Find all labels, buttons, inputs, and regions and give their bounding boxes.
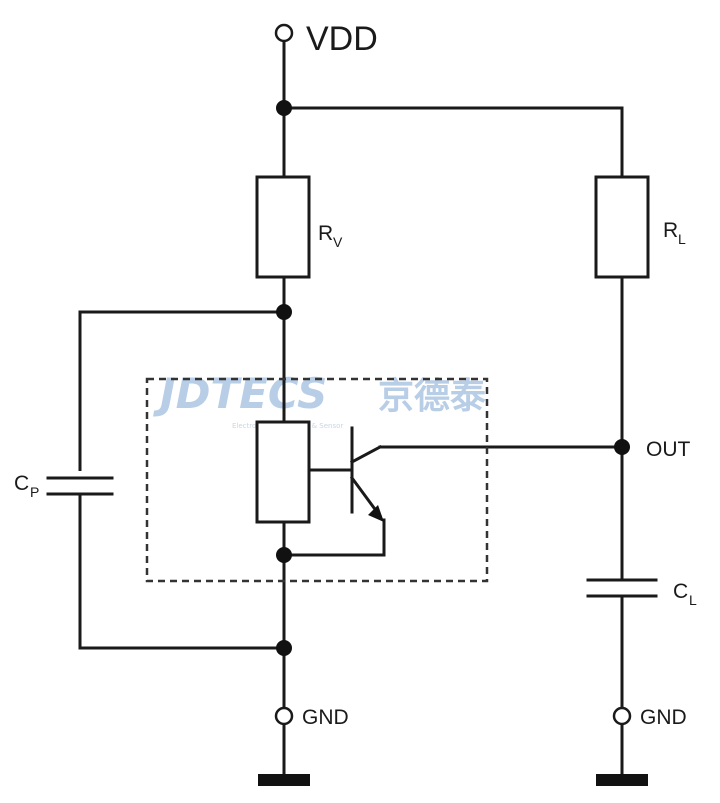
watermark-chinese: 京德泰	[378, 375, 487, 417]
junction-vdd	[276, 100, 292, 116]
capacitor-cl	[586, 578, 658, 598]
resistor-rv	[255, 175, 311, 279]
capacitor-cp	[46, 471, 114, 496]
junction-cp-top	[276, 304, 292, 320]
transistor	[349, 426, 384, 522]
svg-text:C: C	[673, 580, 688, 603]
label-rl: R L	[663, 219, 686, 247]
svg-text:L: L	[678, 231, 686, 247]
cp-bottom-wire	[78, 492, 286, 650]
emitter-arrow-icon	[368, 505, 384, 522]
label-vdd: VDD	[306, 20, 378, 58]
resistor-rl	[594, 175, 650, 279]
terminals	[274, 23, 632, 726]
svg-text:V: V	[333, 234, 343, 250]
junction-cp-bottom	[276, 640, 292, 656]
transistor-collector	[349, 444, 383, 465]
terminal-vdd	[274, 23, 294, 43]
sensor-module-box	[145, 377, 489, 583]
label-gnd-left: GND	[302, 706, 349, 729]
junction-out	[614, 439, 630, 455]
junction-emitter	[276, 547, 292, 563]
label-cl: C L	[673, 580, 697, 608]
terminal-gnd-left	[274, 706, 294, 726]
junctions	[276, 100, 630, 656]
watermark-brand: JDTECS	[153, 369, 327, 418]
svg-text:C: C	[14, 472, 29, 495]
svg-text:L: L	[689, 592, 697, 608]
label-gnd-right: GND	[640, 706, 687, 729]
ground-bar-right	[596, 774, 648, 786]
label-rv: R V	[318, 222, 343, 250]
svg-text:P: P	[30, 484, 39, 500]
emitter-return-wire	[282, 518, 386, 557]
label-out: OUT	[646, 438, 691, 461]
sensor-element	[255, 420, 311, 524]
label-cp: C P	[14, 472, 39, 500]
svg-text:R: R	[663, 219, 678, 242]
terminal-gnd-right	[612, 706, 632, 726]
cp-top-wire	[78, 310, 286, 480]
svg-text:R: R	[318, 222, 333, 245]
ground-bar-left	[258, 774, 310, 786]
